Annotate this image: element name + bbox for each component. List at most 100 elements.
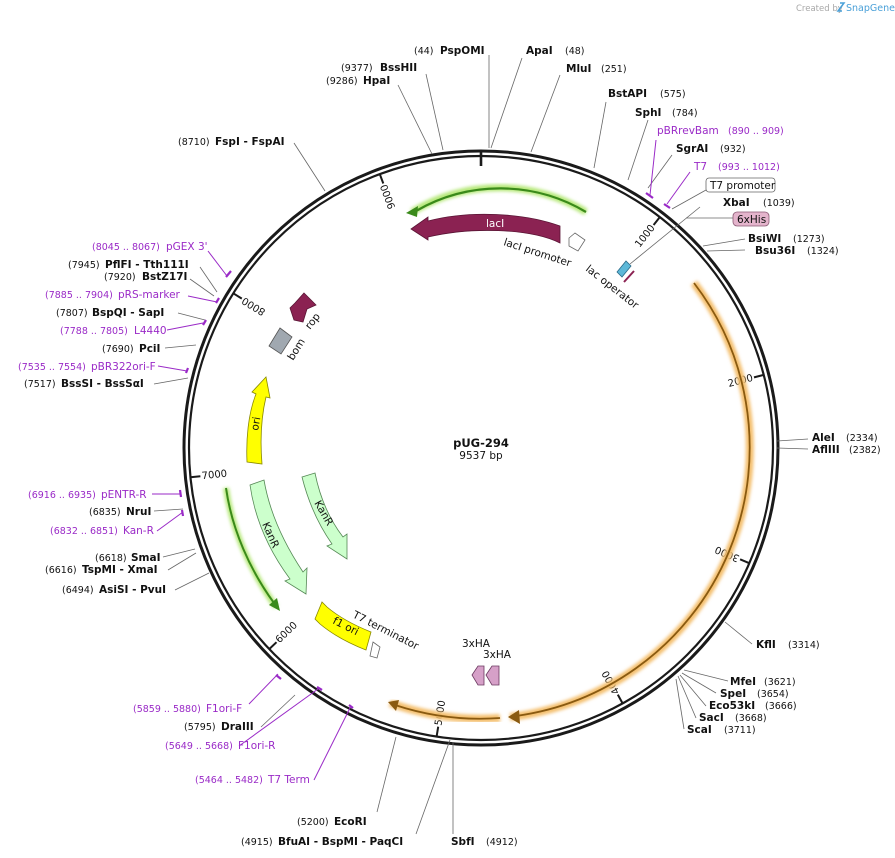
leader-sma bbox=[162, 548, 196, 558]
enzyme-pos-ale: (2334) bbox=[846, 433, 878, 444]
enzyme-name-sca[interactable]: ScaI bbox=[687, 724, 712, 736]
enzyme-name-dra[interactable]: DraIII bbox=[221, 721, 254, 733]
enzyme-name-mlu[interactable]: MluI bbox=[566, 63, 591, 75]
ha-label-1: 3xHA bbox=[462, 638, 491, 650]
enzyme-name-hpa[interactable]: HpaI bbox=[363, 75, 390, 87]
enzyme-pos-sph: (784) bbox=[672, 108, 698, 119]
position-tick-2000 bbox=[753, 373, 764, 379]
enzyme-name-sma[interactable]: SmaI bbox=[131, 552, 161, 564]
leader-pfl bbox=[199, 266, 218, 293]
primer-pos-pentr: (6916 .. 6935) bbox=[28, 490, 96, 501]
enzyme-name-bssh[interactable]: BssHII bbox=[380, 62, 417, 74]
insert-arc-lower bbox=[388, 699, 501, 723]
primer-labels: pBRrevBam (890 .. 909) T7 (993 .. 1012) … bbox=[18, 125, 784, 786]
enzyme-name-bstapi[interactable]: BstAPI bbox=[608, 88, 647, 100]
primer-name-pentr[interactable]: pENTR-R bbox=[101, 489, 147, 501]
enzyme-pos-tspm: (6616) bbox=[45, 565, 77, 576]
bom-box bbox=[268, 327, 293, 355]
primer-name-prs[interactable]: pRS-marker bbox=[118, 289, 181, 301]
leader-mfe bbox=[683, 669, 729, 682]
enzyme-pos-sac: (3668) bbox=[735, 713, 767, 724]
leader-bfua bbox=[415, 739, 451, 835]
f1ori-arrow bbox=[314, 601, 381, 659]
t7-promoter-box: T7 promoter bbox=[671, 177, 776, 210]
enzyme-name-bstz[interactable]: BstZ17I bbox=[142, 271, 187, 283]
leader-afl bbox=[776, 447, 809, 450]
enzyme-name-sgr[interactable]: SgrAI bbox=[676, 143, 708, 155]
credit-prefix: Created by bbox=[796, 4, 843, 14]
position-tick-8000 bbox=[232, 292, 243, 300]
enzyme-name-pfl[interactable]: PflFI - Tth111I bbox=[105, 259, 189, 271]
enzyme-name-psp[interactable]: PspOMI bbox=[440, 45, 485, 57]
t7-promoter-label: T7 promoter bbox=[709, 180, 776, 192]
primer-leader-kanr bbox=[156, 511, 184, 532]
enzyme-name-fsp[interactable]: FspI - FspAI bbox=[215, 136, 285, 148]
primer-pos-t7p: (993 .. 1012) bbox=[718, 162, 780, 173]
enzyme-pos-bstz: (7920) bbox=[104, 272, 136, 283]
leader-bstz bbox=[189, 278, 215, 297]
rop-label: rop bbox=[303, 311, 323, 332]
enzyme-pos-sca: (3711) bbox=[724, 725, 756, 736]
primer-pos-pbrrev: (890 .. 909) bbox=[728, 126, 784, 137]
enzyme-pos-mlu: (251) bbox=[601, 64, 627, 75]
primer-name-kanr[interactable]: Kan-R bbox=[123, 525, 154, 537]
enzyme-name-ecori[interactable]: EcoRI bbox=[334, 816, 367, 828]
enzyme-name-sph[interactable]: SphI bbox=[635, 107, 661, 119]
plasmid-name: pUG-294 bbox=[453, 436, 509, 450]
enzyme-name-mfe[interactable]: MfeI bbox=[730, 676, 756, 688]
enzyme-name-apa[interactable]: ApaI bbox=[526, 45, 553, 57]
enzyme-name-sac[interactable]: SacI bbox=[699, 712, 724, 724]
leader-mlu bbox=[530, 74, 561, 153]
enzyme-pos-asis: (6494) bbox=[62, 585, 94, 596]
primer-name-f1f[interactable]: F1ori-F bbox=[206, 703, 242, 715]
enzyme-pos-bsu: (1324) bbox=[807, 246, 839, 257]
enzyme-pos-afl: (2382) bbox=[849, 445, 881, 456]
enzyme-pos-sbf: (4912) bbox=[486, 837, 518, 848]
enzyme-pos-bspq: (7807) bbox=[56, 308, 88, 319]
leader-sca bbox=[675, 678, 685, 730]
enzyme-name-bspq[interactable]: BspQI - SapI bbox=[92, 307, 164, 319]
enzyme-name-afl[interactable]: AflIII bbox=[812, 444, 840, 456]
enzyme-name-bsss[interactable]: BssSI - BssSαI bbox=[61, 378, 144, 390]
enzyme-name-sbf[interactable]: SbfI bbox=[451, 836, 475, 848]
primer-name-t7term[interactable]: T7 Term bbox=[267, 774, 310, 786]
enzyme-pos-pfl: (7945) bbox=[68, 260, 100, 271]
enzyme-pos-bfua: (4915) bbox=[241, 837, 273, 848]
lac-operator-label: lac operator bbox=[583, 263, 641, 312]
primer-leader-l4440 bbox=[166, 322, 204, 331]
leader-apa bbox=[490, 57, 523, 149]
position-tick-9000 bbox=[378, 173, 385, 184]
leader-sac bbox=[677, 675, 697, 719]
position-tick-7000 bbox=[190, 475, 201, 479]
leader-tspm bbox=[167, 552, 197, 571]
primer-name-pbrrev[interactable]: pBRrevBam bbox=[657, 125, 719, 137]
position-tick-label-8000: 8000 bbox=[240, 294, 267, 317]
enzyme-name-asis[interactable]: AsiSI - PvuI bbox=[99, 584, 166, 596]
primer-name-t7p[interactable]: T7 bbox=[693, 161, 707, 173]
enzyme-name-pci[interactable]: PciI bbox=[139, 343, 160, 355]
enzyme-name-tspm[interactable]: TspMI - XmaI bbox=[82, 564, 158, 576]
enzyme-pos-kfl: (3314) bbox=[788, 640, 820, 651]
enzyme-name-bfua[interactable]: BfuAI - BspMI - PaqCI bbox=[278, 836, 403, 848]
primer-name-l4440[interactable]: L4440 bbox=[134, 325, 167, 337]
primer-pos-pbr322: (7535 .. 7554) bbox=[18, 362, 86, 373]
primer-name-pgex[interactable]: pGEX 3' bbox=[166, 241, 208, 253]
enzyme-pos-xba: (1039) bbox=[763, 198, 795, 209]
primer-leader-prs bbox=[187, 295, 218, 303]
enzyme-name-xba[interactable]: XbaI bbox=[723, 197, 750, 209]
enzyme-name-kfl[interactable]: KflI bbox=[756, 639, 776, 651]
enzyme-name-nru[interactable]: NruI bbox=[126, 506, 151, 518]
primer-pos-l4440: (7788 .. 7805) bbox=[60, 326, 128, 337]
primer-name-pbr322[interactable]: pBR322ori-F bbox=[91, 361, 156, 373]
primer-leader-pbr322 bbox=[157, 365, 188, 372]
credit-brand: SnapGene bbox=[846, 3, 895, 14]
primer-name-f1r[interactable]: F1ori-R bbox=[238, 740, 275, 752]
enzyme-name-bsu[interactable]: Bsu36I bbox=[755, 245, 795, 257]
primer-leader-pgex bbox=[207, 250, 228, 277]
enzyme-name-bsiw[interactable]: BsiWI bbox=[748, 233, 781, 245]
enzyme-name-ale[interactable]: AleI bbox=[812, 432, 835, 444]
enzyme-name-spe[interactable]: SpeI bbox=[720, 688, 746, 700]
enzyme-name-eco53[interactable]: Eco53kI bbox=[709, 700, 755, 712]
enzyme-pos-hpa: (9286) bbox=[326, 76, 358, 87]
enzyme-pos-pci: (7690) bbox=[102, 344, 134, 355]
